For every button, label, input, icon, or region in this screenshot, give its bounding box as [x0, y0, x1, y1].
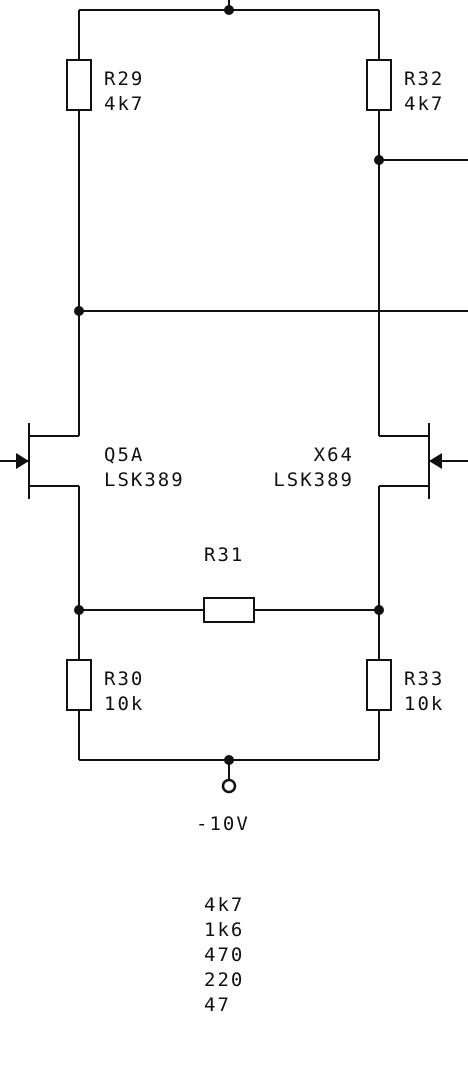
junction-dot: [374, 605, 384, 615]
junction-dot: [74, 306, 84, 316]
q5a-part: LSK389: [104, 469, 185, 491]
junction-dot: [224, 5, 234, 15]
r32-ref: R32: [404, 68, 444, 90]
resistor-r32: [366, 59, 392, 111]
resistor-r29: [66, 59, 92, 111]
junction-dot: [224, 755, 234, 765]
gate-arrow-icon: [16, 453, 29, 469]
supply-terminal-icon: [221, 778, 237, 794]
value-list-item: 1k6: [204, 919, 244, 941]
r31-ref: R31: [204, 544, 244, 566]
value-list-item: 4k7: [204, 894, 244, 916]
r33-value: 10k: [404, 693, 444, 715]
x64-part: LSK389: [273, 469, 354, 491]
jfet-x64-symbol: [379, 423, 468, 499]
supply-label: -10V: [196, 813, 250, 835]
value-list-item: 47: [204, 994, 231, 1016]
value-list-item: 470: [204, 944, 244, 966]
r32-value: 4k7: [404, 93, 444, 115]
bottom-rail: [79, 755, 379, 794]
r29-ref: R29: [104, 68, 144, 90]
cross-wire: [74, 306, 468, 316]
r29-value: 4k7: [104, 93, 144, 115]
r30-ref: R30: [104, 668, 144, 690]
top-rail: [79, 0, 379, 15]
r30-value: 10k: [104, 693, 144, 715]
x64-ref: X64: [314, 444, 354, 466]
r31-wire: [74, 605, 384, 615]
value-list: 4k7 1k6 470 220 47: [204, 894, 244, 1016]
gate-arrow-icon: [429, 453, 442, 469]
r33-ref: R33: [404, 668, 444, 690]
junction-dot: [74, 605, 84, 615]
q5a-ref: Q5A: [104, 444, 144, 466]
value-list-item: 220: [204, 969, 244, 991]
resistor-r33: [366, 659, 392, 711]
jfet-q5a-symbol: [0, 423, 79, 499]
output-wire-upper: [374, 155, 468, 165]
resistor-r31: [203, 597, 255, 623]
junction-dot: [374, 155, 384, 165]
resistor-r30: [66, 659, 92, 711]
